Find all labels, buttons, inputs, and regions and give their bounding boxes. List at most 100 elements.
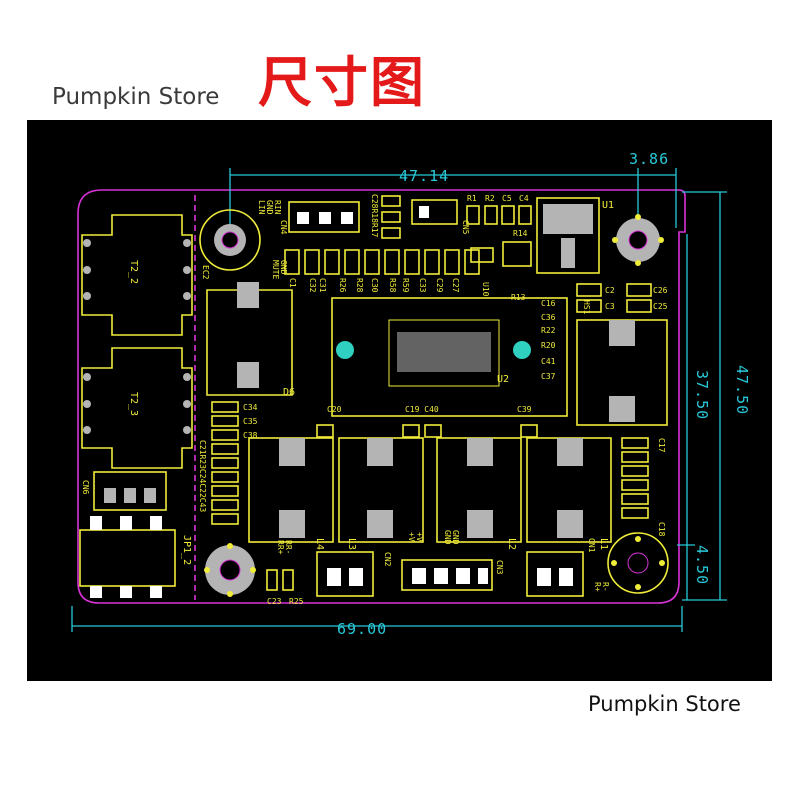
svg-text:L4: L4	[314, 538, 325, 550]
svg-text:C39: C39	[517, 405, 532, 414]
svg-text:R28: R28	[355, 278, 364, 293]
dimension-corner-offset: 3.86	[629, 150, 677, 228]
mounting-hole-bottom-left	[204, 543, 256, 597]
svg-text:+V: +V	[415, 532, 424, 542]
dimension-height-total: 47.50	[682, 191, 751, 601]
svg-text:C18: C18	[657, 522, 666, 537]
pcb-svg: .sk{stroke:#f0ec3a;fill:none;stroke-widt…	[71, 150, 751, 638]
svg-text:C20: C20	[327, 405, 342, 414]
svg-text:R58: R58	[388, 278, 397, 293]
connector-jp1-2: JP1_2	[79, 516, 192, 598]
svg-text:C32: C32	[308, 278, 317, 293]
svg-text:C33: C33	[418, 278, 427, 293]
dimension-width-top: 47.14	[229, 167, 639, 230]
connector-cn1: CN1 R+ R-	[526, 538, 610, 597]
transformer-t2-2: T2_2	[81, 214, 193, 336]
svg-text:C35: C35	[243, 417, 258, 426]
dim-label-height-inner: 37.50	[693, 370, 711, 420]
svg-text:L2: L2	[506, 538, 517, 550]
inductor-l3: L3	[338, 437, 424, 550]
svg-text:R2: R2	[485, 194, 495, 203]
mounting-hole-top-right	[612, 214, 664, 266]
dim-label-corner-offset: 3.86	[629, 150, 669, 168]
passive-row-top: C1 C32 C31 R26 R28 C30 R58 R59 C33 C29 C…	[284, 249, 480, 293]
mounting-hole-top-left	[199, 209, 261, 271]
dim-label-bottom-offset: 4.50	[693, 545, 711, 585]
svg-text:R13: R13	[511, 293, 526, 302]
svg-text:C36: C36	[541, 313, 556, 322]
svg-text:CN3: CN3	[495, 560, 504, 575]
board-outline	[77, 189, 686, 604]
svg-text:C41: C41	[541, 357, 556, 366]
svg-text:MUTE: MUTE	[271, 260, 280, 279]
svg-text:R-: R-	[601, 582, 610, 592]
svg-text:RR-: RR-	[284, 540, 293, 554]
passive-column-c28: C28R18R17	[370, 194, 401, 239]
svg-text:C5: C5	[502, 194, 512, 203]
svg-text:CN5: CN5	[461, 220, 470, 235]
svg-text:C37: C37	[541, 372, 556, 381]
svg-text:T2_2: T2_2	[128, 260, 139, 284]
inductor-l4: L4	[248, 437, 334, 550]
capacitor-ec2: EC2	[201, 265, 293, 396]
regulator-u1: U1	[536, 197, 614, 274]
dim-label-width-total: 69.00	[337, 620, 387, 638]
inductor-right	[576, 319, 668, 426]
mounting-hole-bottom-right	[607, 532, 669, 594]
svg-text:R25: R25	[289, 597, 304, 606]
svg-text:D6: D6	[283, 387, 295, 398]
svg-text:R1: R1	[467, 194, 477, 203]
svg-text:C28R18R17: C28R18R17	[370, 194, 379, 238]
svg-text:C2: C2	[605, 286, 615, 295]
dim-label-width-top: 47.14	[399, 167, 449, 185]
svg-text:GND: GND	[279, 260, 288, 275]
svg-text:C4: C4	[519, 194, 529, 203]
svg-text:GND: GND	[443, 530, 452, 545]
svg-text:C21R23C24C22C43: C21R23C24C22C43	[198, 440, 207, 512]
svg-text:U1: U1	[602, 200, 614, 211]
passive-column-c17: C17 C18	[621, 437, 666, 537]
pcb-drawing: .sk{stroke:#f0ec3a;fill:none;stroke-widt…	[27, 120, 772, 681]
svg-text:C34: C34	[243, 403, 258, 412]
passive-labels-middle: C20 C19 C40 C39	[316, 405, 538, 438]
svg-text:GND: GND	[265, 200, 274, 215]
svg-text:C27: C27	[451, 278, 460, 293]
svg-text:C3: C3	[605, 302, 615, 311]
passive-group-rr: RR+ RR- C23 R25	[266, 540, 304, 606]
svg-text:C26: C26	[653, 286, 668, 295]
svg-text:R59: R59	[401, 278, 410, 293]
svg-text:U10: U10	[481, 282, 490, 297]
svg-text:R20: R20	[541, 341, 556, 350]
inductor-l2: L2	[436, 437, 522, 550]
svg-text:GND: GND	[451, 530, 460, 545]
transformer-t2-3: T2_3	[81, 347, 193, 469]
store-name-top: Pumpkin Store	[52, 84, 220, 110]
connector-cn5: CN5	[411, 199, 470, 235]
passive-column-c21: C21R23C24C22C43	[198, 440, 239, 525]
svg-text:C23: C23	[267, 597, 282, 606]
svg-text:RR+: RR+	[276, 540, 285, 555]
passive-group-c34: C34 C35 C38 D6	[211, 387, 295, 441]
page-title: 尺寸图	[258, 51, 426, 114]
svg-text:HS1: HS1	[582, 300, 591, 315]
svg-text:C29: C29	[435, 278, 444, 293]
svg-text:T2_3: T2_3	[128, 392, 139, 416]
svg-text:C31: C31	[318, 278, 327, 293]
amplifier-ic-u2: U2 U10 R13	[331, 282, 568, 417]
svg-text:C17: C17	[657, 438, 666, 453]
svg-text:C19 C40: C19 C40	[405, 405, 439, 414]
svg-text:EC2: EC2	[201, 265, 210, 280]
svg-text:CN4: CN4	[279, 220, 288, 235]
dimension-bottom-offset: 4.50	[686, 545, 711, 600]
svg-text:C1: C1	[288, 278, 297, 288]
passive-group-c2: C2 C3 C26 C25	[576, 283, 668, 313]
connector-cn6: CN6	[81, 471, 167, 511]
svg-text:RIN: RIN	[273, 200, 282, 215]
passive-group-r1: R1 R2 C5 C4 R14	[466, 194, 532, 267]
svg-text:JP1_2: JP1_2	[181, 535, 192, 565]
svg-text:LIN: LIN	[257, 200, 266, 215]
connector-power: +V +V GND GND CN3	[401, 530, 504, 591]
svg-text:R+: R+	[593, 582, 602, 592]
svg-text:U2: U2	[497, 374, 509, 385]
svg-text:L3: L3	[346, 538, 357, 550]
